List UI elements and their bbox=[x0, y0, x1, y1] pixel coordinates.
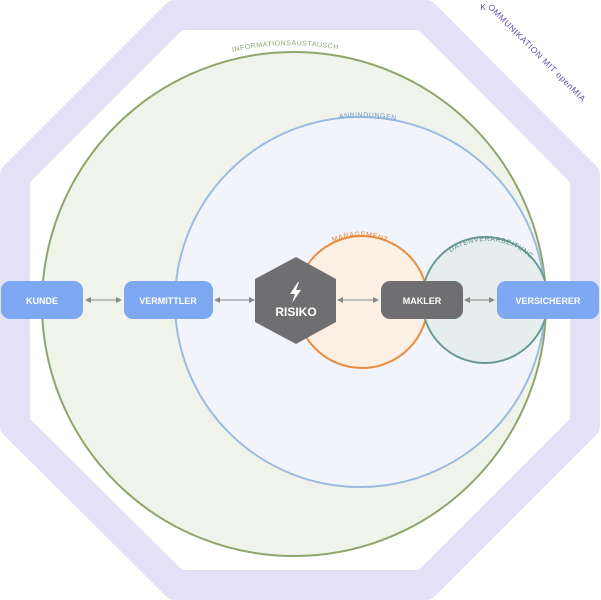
connections-circle-label: ANBINDUNGEN bbox=[339, 112, 397, 122]
node-vermittler[interactable]: VERMITTLER bbox=[124, 281, 213, 319]
node-versicherer-label: VERSICHERER bbox=[515, 296, 581, 306]
node-kunde[interactable]: KUNDE bbox=[1, 281, 83, 319]
node-makler[interactable]: MAKLER bbox=[381, 281, 463, 319]
node-versicherer[interactable]: VERSICHERER bbox=[497, 281, 599, 319]
node-risiko[interactable]: RISIKO bbox=[255, 257, 336, 344]
node-risiko-label: RISIKO bbox=[275, 305, 316, 319]
node-kunde-label: KUNDE bbox=[26, 296, 58, 306]
lightning-icon bbox=[290, 282, 301, 303]
node-vermittler-label: VERMITTLER bbox=[139, 296, 197, 306]
node-makler-label: MAKLER bbox=[403, 296, 442, 306]
